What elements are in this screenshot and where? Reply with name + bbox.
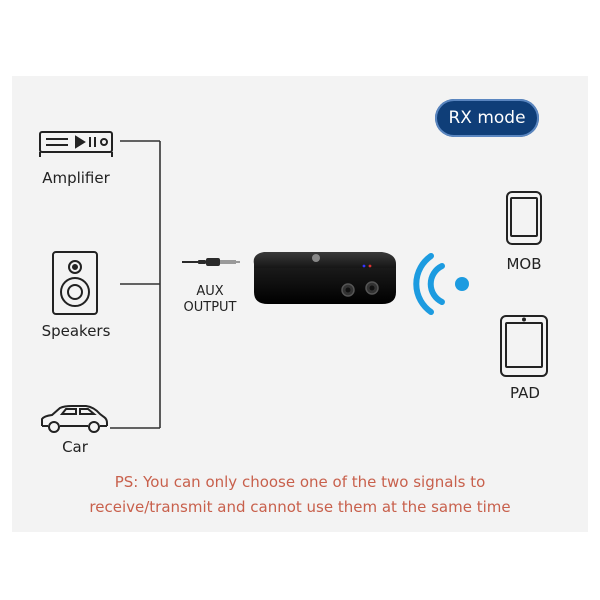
- aux-plug-icon: [182, 258, 240, 266]
- rx-mode-badge: RX mode: [435, 99, 539, 137]
- amplifier-icon: [39, 131, 113, 157]
- speaker-icon: [52, 251, 98, 315]
- note-line1: PS: You can only choose one of the two s…: [114, 473, 486, 491]
- aux-output-label: AUX OUTPUT: [172, 284, 248, 316]
- aux-line2: OUTPUT: [183, 300, 237, 315]
- wireless-signal-icon: [413, 253, 469, 315]
- amplifier-label: Amplifier: [42, 169, 110, 187]
- note-line2: receive/transmit and cannot use them at …: [89, 498, 511, 516]
- speakers-label: Speakers: [41, 322, 111, 340]
- tablet-icon: [500, 315, 548, 377]
- receiver-device: [253, 252, 396, 304]
- car-icon: [41, 405, 108, 433]
- phone-icon: [506, 191, 542, 245]
- aux-line1: AUX: [196, 284, 224, 299]
- mob-label: MOB: [506, 255, 542, 273]
- car-label: Car: [62, 438, 88, 456]
- usage-note: PS: You can only choose one of the two s…: [60, 470, 540, 520]
- pad-label: PAD: [510, 384, 540, 402]
